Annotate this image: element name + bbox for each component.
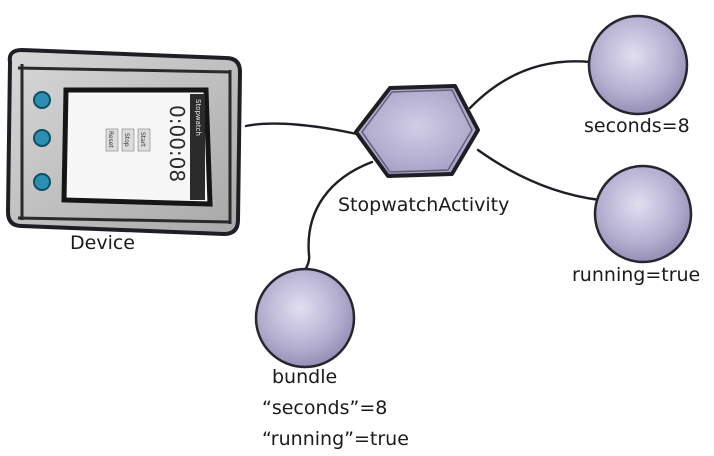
screen-button-start[interactable]: Start <box>137 128 151 152</box>
screen-time-display: 0:00:08 <box>165 105 189 182</box>
device: Stopwatch 0:00:08 Start Stop Reset <box>5 47 243 237</box>
seconds-node <box>587 14 689 116</box>
svg-text:Reset: Reset <box>107 131 114 148</box>
activity-hexagon <box>354 84 480 178</box>
connector-activity-running <box>476 148 602 202</box>
screen-button-reset[interactable]: Reset <box>105 128 119 152</box>
seconds-label: seconds=8 <box>584 115 690 137</box>
running-label: running=true <box>572 264 701 286</box>
screen-title-bar <box>190 94 205 200</box>
screen-button-stop[interactable]: Stop <box>121 128 135 152</box>
activity-node <box>354 84 480 178</box>
device-screen <box>61 87 213 207</box>
connector-activity-bundle <box>299 160 374 277</box>
device-key-icon <box>33 129 51 147</box>
connector-activity-seconds <box>468 60 592 110</box>
connector-device-activity <box>244 122 359 136</box>
bundle-entry-running: “running”=true <box>262 428 409 450</box>
activity-label: StopwatchActivity <box>338 194 510 216</box>
device-key-icon <box>33 173 51 191</box>
svg-text:Stop: Stop <box>123 133 130 147</box>
svg-text:Start: Start <box>139 132 146 147</box>
device-key-icon <box>33 91 51 109</box>
bundle-title: bundle <box>272 366 338 388</box>
running-node <box>593 164 693 264</box>
screen-app-title: Stopwatch <box>194 99 202 136</box>
bundle-node <box>254 267 356 369</box>
bundle-entry-seconds: “seconds”=8 <box>262 397 388 419</box>
device-label: Device <box>70 232 135 254</box>
